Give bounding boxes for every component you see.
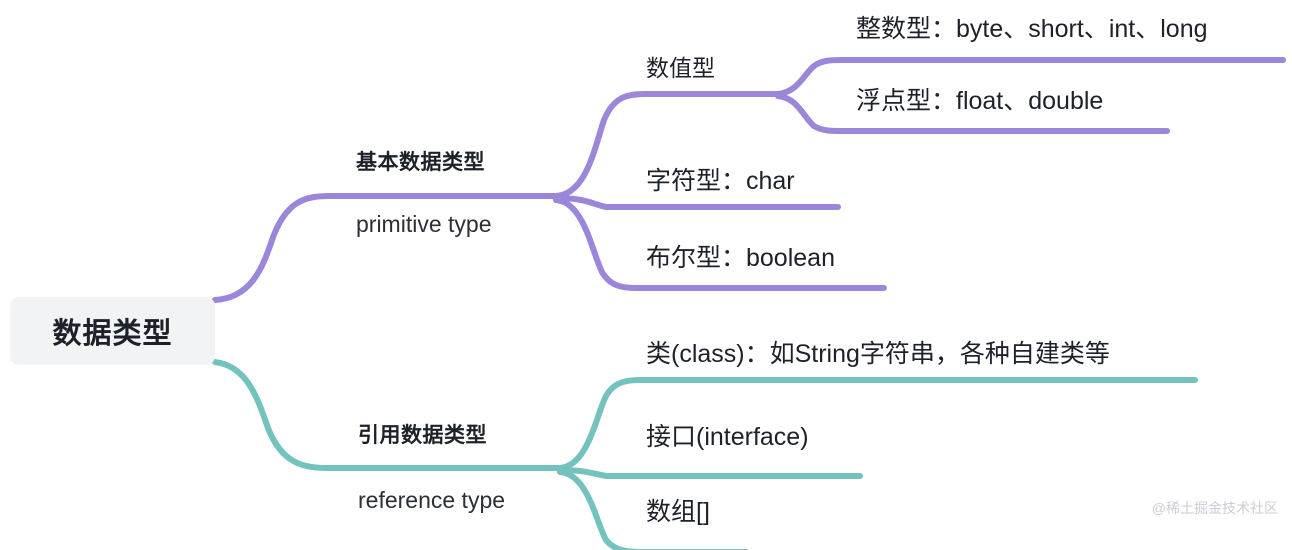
- wire-reference-to-interface: [557, 467, 863, 479]
- branch-primitive-title-en[interactable]: primitive type: [356, 211, 492, 237]
- leaf-float-label[interactable]: 浮点型：float、double: [856, 87, 1104, 115]
- root-node[interactable]: 数据类型: [10, 297, 215, 365]
- node-numeric-label[interactable]: 数值型: [646, 55, 715, 81]
- leaf-char-label[interactable]: 字符型：char: [646, 167, 795, 195]
- wire-root-to-reference: [212, 359, 563, 471]
- leaf-class-label[interactable]: 类(class)：如String字符串，各种自建类等: [646, 340, 1110, 368]
- branch-reference-title-en[interactable]: reference type: [358, 487, 506, 513]
- leaf-interface-label[interactable]: 接口(interface): [646, 423, 809, 451]
- branch-primitive-title-cn[interactable]: 基本数据类型: [356, 151, 485, 174]
- leaf-integer-label[interactable]: 整数型：byte、short、int、long: [856, 15, 1208, 43]
- leaf-boolean-label[interactable]: 布尔型：boolean: [646, 244, 835, 272]
- root-node-label: 数据类型: [52, 318, 173, 350]
- watermark: @稀土掘金技术社区: [1151, 500, 1278, 516]
- leaf-array-label[interactable]: 数组[]: [646, 498, 710, 526]
- branch-reference-title-cn[interactable]: 引用数据类型: [358, 424, 487, 447]
- wire-primitive-to-char: [553, 195, 841, 210]
